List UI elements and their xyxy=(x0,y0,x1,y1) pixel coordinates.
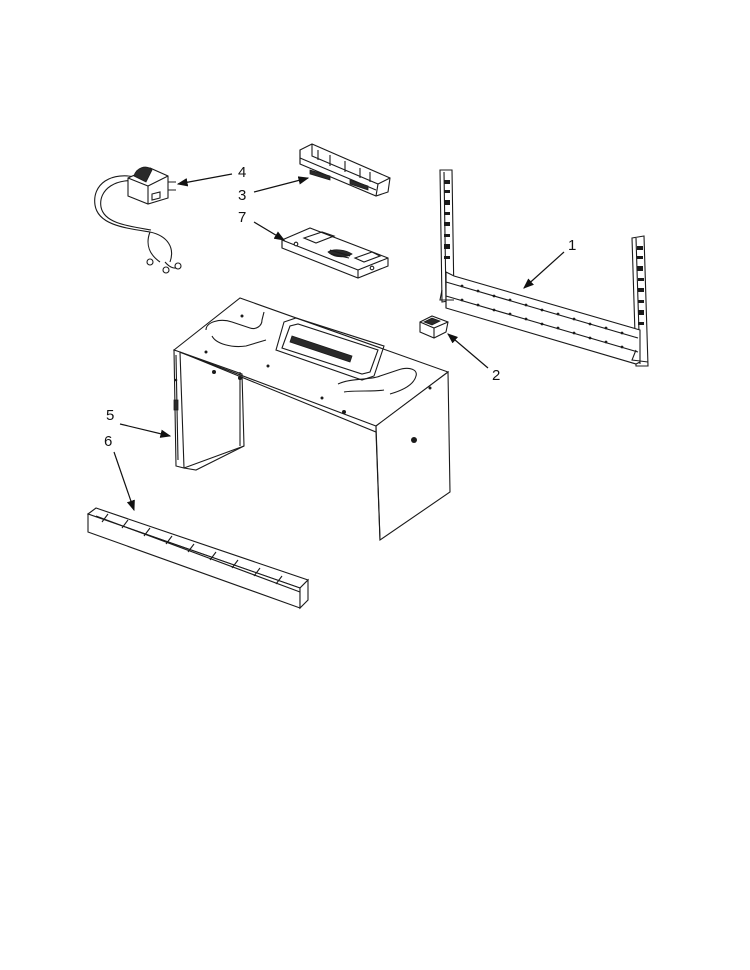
callout-number: 3 xyxy=(238,187,246,204)
callout-number: 7 xyxy=(238,209,246,226)
callout-number: 4 xyxy=(238,164,246,181)
callout-1: 1 xyxy=(523,237,576,289)
callout-4: 4 xyxy=(176,164,246,187)
part-5-cabinet xyxy=(172,297,451,542)
part-7-bracket-plate xyxy=(281,227,389,279)
part-6-front-trim xyxy=(86,507,310,610)
callout-5: 5 xyxy=(106,407,172,438)
callout-number: 5 xyxy=(106,407,114,424)
callout-6: 6 xyxy=(104,433,135,512)
callout-number: 6 xyxy=(104,433,112,450)
part-3-vent-assembly xyxy=(299,143,391,197)
callout-number: 1 xyxy=(568,237,576,254)
callout-number: 2 xyxy=(492,367,500,384)
part-2-clip xyxy=(419,315,449,339)
callout-3: 3 xyxy=(238,176,310,204)
callout-2: 2 xyxy=(447,333,500,384)
part-4-power-cord xyxy=(94,166,182,274)
callout-7: 7 xyxy=(238,209,286,241)
part-1-mounting-plate xyxy=(439,169,649,367)
